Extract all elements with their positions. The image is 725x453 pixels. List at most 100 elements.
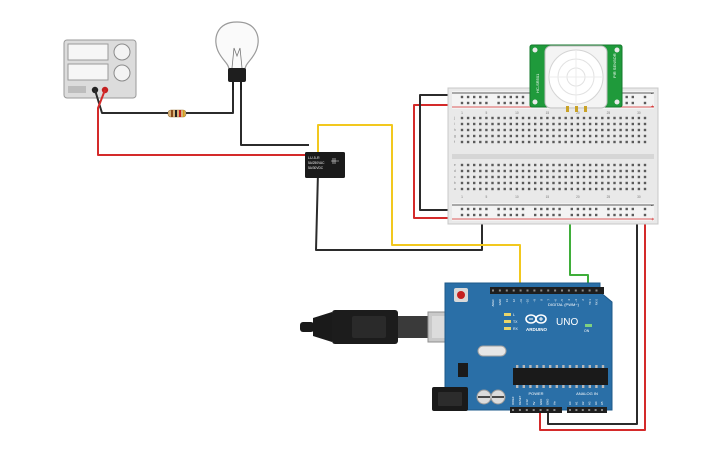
rail-minus-top: - [651,91,653,97]
wire-black-bulb-relay[interactable] [240,90,309,146]
power-pin-label: 3.3V [525,399,529,405]
power-pin-label: GND [539,399,543,405]
wire-red-supply-relay[interactable] [97,89,307,156]
power-pin-label: A4 [594,401,598,405]
pir-sensor[interactable]: HC-SR501 PIR SENSOR [529,44,623,112]
tx-led-label: TX [513,320,518,324]
digital-label: DIGITAL (PWM~) [548,302,580,307]
digital-pin-label: 13 [505,299,509,303]
voltage-knob[interactable] [113,43,131,61]
analog-header[interactable] [567,407,607,413]
row-letter: j [453,116,455,120]
on-led-label: ON [584,329,590,333]
row-letter: b [454,181,456,185]
col-number-bottom: 15 [546,195,550,199]
power-supply[interactable] [63,39,137,99]
relay-label-2: 5A/250VAC [308,161,325,165]
col-number-bottom: 10 [515,195,519,199]
relay-label-3: 5A/30VDC [308,166,324,170]
light-bulb[interactable] [215,21,259,90]
col-number-bottom: 20 [576,195,580,199]
col-number-top: 15 [546,111,550,115]
power-pin-label: Vin [553,401,557,405]
relay[interactable]: LU-5-R 5A/250VAC 5A/30VDC [305,152,345,178]
power-pin-label: A2 [581,401,585,405]
rail-plus-bottom: + [651,217,654,223]
wire-black-breadboard-left[interactable] [419,94,455,211]
row-letter: c [454,175,456,179]
row-letter: f [454,140,455,144]
digital-pin-label: ~10 [526,299,530,304]
row-letter: h [454,128,456,132]
row-letter: d [454,169,456,173]
power-pin-label: IOREF [511,396,515,405]
digital-pin-label: ~11 [519,299,523,304]
digital-pin-label: 12 [512,299,516,303]
digital-pin-label: ~5 [560,299,564,303]
digital-pin-label: 8 [540,299,544,301]
wire-black-breadboard-arduino-gnd[interactable] [547,214,638,425]
arduino-logo-text: ARDUINO [526,327,547,332]
col-number-top: 30 [637,111,641,115]
col-number-bottom: 25 [607,195,611,199]
current-knob[interactable] [113,64,131,82]
digital-pin-label: 2 [581,299,585,301]
col-number-top: 10 [515,111,519,115]
power-header[interactable] [510,407,562,413]
power-pin-label: A5 [600,401,604,405]
wire-black-supply-resistor[interactable] [94,89,168,114]
usb-cable[interactable] [300,310,469,344]
col-number-top: 5 [486,111,488,115]
row-letter: e [454,163,456,167]
power-pin-label: 5V [532,401,536,405]
resistor[interactable] [167,109,187,118]
col-number-bottom: 30 [637,195,641,199]
rail-plus-top: + [651,104,654,110]
power-pin-label: A0 [568,401,572,405]
col-number-top: 1 [461,111,463,115]
wire-red-breadboard-arduino-5v[interactable] [539,220,646,431]
digital-header[interactable] [490,287,604,294]
digital-pin-label: AREF [491,299,495,307]
wire-black-relay-breadboard[interactable] [315,171,483,251]
digital-pin-label: ~3 [574,299,578,303]
crystal [477,345,507,357]
digital-pin-label: 7 [546,299,550,301]
pir-label-right: PIR SENSOR [612,53,617,78]
atmega-chip [513,368,608,385]
rx-led-label: RX [513,327,519,331]
analog-label: ANALOG IN [576,391,598,396]
l-led-label: L [513,313,515,317]
row-letter: i [454,122,455,126]
power-pin-label: GND [546,399,550,405]
arduino-model: UNO [556,317,578,328]
rail-minus-bottom: - [651,203,653,209]
digital-pin-label: ~9 [533,299,537,303]
power-label: POWER [528,391,543,396]
col-number-top: 25 [607,111,611,115]
col-number-bottom: 1 [461,195,463,199]
row-letter: g [454,134,456,138]
wire-black-resistor-bulb[interactable] [186,90,234,114]
col-number-bottom: 5 [486,195,488,199]
digital-pin-label: RX 0 [595,299,599,306]
relay-label-1: LU-5-R [308,156,320,160]
power-pin-label: A3 [587,401,591,405]
wire-red-breadboard-left[interactable] [413,104,455,219]
breadboard-holes[interactable] [460,95,647,217]
digital-pin-label: 4 [567,299,571,301]
digital-pin-label: GND [498,299,502,305]
power-pin-label: RESET [518,395,522,405]
digital-pin-label: TX 1 [588,299,592,305]
col-number-top: 20 [576,111,580,115]
row-letter: a [454,187,456,191]
digital-pin-label: ~6 [553,299,557,303]
arduino-logo [525,314,547,324]
reset-button[interactable] [457,291,465,299]
power-pin-label: A1 [575,401,579,405]
